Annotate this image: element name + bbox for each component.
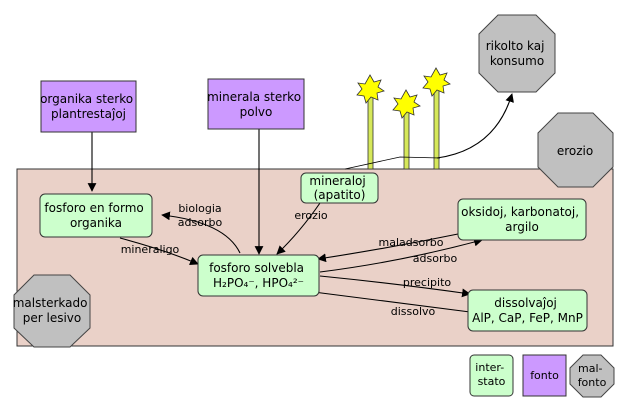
harvest-sink-label: rikolto kaj konsumo [486,39,549,68]
legend-source-label: fonto [530,369,559,382]
arrow-plants-to-harvest [436,93,514,159]
soil-plant-line [344,156,441,170]
plant-stem [403,108,410,170]
edge-label-adsorbo-right: adsorbo [413,252,458,265]
flower-icon [356,74,385,104]
arrow-soluble-to-dissolved [319,275,471,298]
plants [356,67,451,170]
erosion-sink-octagon [537,112,614,188]
legend-inter-state-label: inter- stato [475,361,507,388]
arrow-organic-to-soluble [119,237,199,265]
legend-sink-swatch [569,354,615,398]
edge-label-precipito: precipito [403,276,451,289]
arrow-apatite-to-soluble [276,202,321,255]
flower-icon [392,89,421,119]
harvest-sink-octagon [478,14,556,93]
soluble-p-label: fosforo solvebla H₂PO₄⁻, HPO₄²⁻ [209,261,308,290]
legend-source-swatch [522,354,567,397]
dissolved-label: dissolvaĵoj AlP, CaP, FeP, MnP [472,296,583,325]
leaching-sink-octagon [13,274,91,348]
arrow-soluble-to-oxides [319,237,483,273]
legend-inter-state-swatch [469,354,514,397]
organic-p-label: fosforo en formo organika [44,201,147,230]
organic-source-box [40,80,137,133]
erosion-sink-label: erozio [557,144,593,158]
mineral-apatite-label: mineraloj (apatito) [309,174,369,202]
legend: inter- stato fonto mal- fonto [469,354,615,398]
mineral-source-box [207,78,305,130]
plant-stem [367,96,374,170]
edge-label-biology: biologia [178,202,221,215]
arrow-oxides-to-soluble [317,232,464,263]
legend-sink-label: mal- fonto [578,362,607,389]
oxides-label: oksidoj, karbonatoj, argilo [461,205,583,234]
edge-label-erozio: erozio [294,209,328,222]
edge-label-maladsorbo: maladsorbo [379,236,444,249]
dissolved-box [467,289,588,332]
edge-label-adsorbo-left: adsorbo [178,216,223,229]
organic-source-label: organika sterko plantrestaĵoj [40,92,137,121]
arrow-dissolved-to-soluble [297,286,471,313]
organic-p-box [39,193,153,238]
oxides-box [457,198,587,241]
edge-label-dissolvo: dissolvo [391,305,436,318]
plant-stem [433,88,440,170]
soluble-p-box [197,254,320,297]
arrow-soluble-to-organic [161,211,241,254]
mineral-apatite-box [300,172,379,204]
flower-icon [422,67,451,97]
leaching-sink-label: malsterkado per lesivo [13,296,92,325]
mineral-source-label: minerala sterko polvo [207,90,305,119]
edge-label-mineraligo: mineraligo [121,243,180,256]
